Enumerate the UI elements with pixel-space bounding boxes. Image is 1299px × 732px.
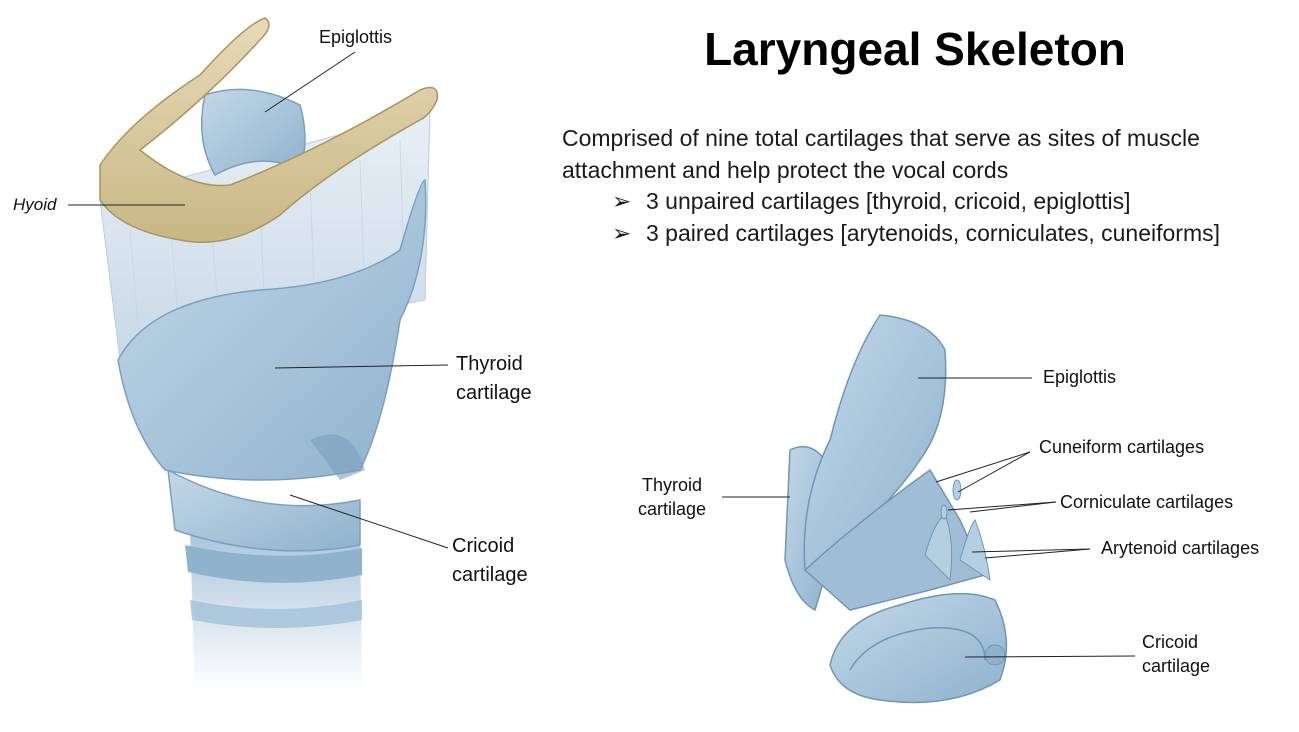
label-cricoid-cartilage-lateral: Cricoid cartilage	[1142, 632, 1211, 676]
larynx-anterior-illustration	[68, 17, 449, 690]
label-corniculate-cartilages: Corniculate cartilages	[1060, 492, 1234, 512]
label-epiglottis-lateral: Epiglottis	[1043, 367, 1117, 387]
bullet-item: ➢3 paired cartilages [arytenoids, cornic…	[612, 217, 1220, 249]
description-text: Comprised of nine total cartilages that …	[562, 125, 1200, 183]
cricoid-cartilage-lateral-shape	[829, 592, 1008, 704]
thyroid-cartilage-shape	[117, 179, 427, 481]
cricoid-cartilage-shape	[167, 468, 361, 552]
label-hyoid: Hyoid	[13, 195, 57, 214]
label-epiglottis: Epiglottis	[319, 27, 393, 47]
hyoid-bone-shape	[99, 17, 439, 243]
arrow-bullet-icon: ➢	[612, 188, 632, 214]
corniculate-shape	[940, 504, 948, 520]
larynx-lateral-illustration	[722, 314, 1136, 704]
label-cricoid-cartilage: Cricoid cartilage	[452, 535, 528, 586]
label-arytenoid-cartilages: Arytenoid cartilages	[1101, 538, 1260, 558]
page-title: Laryngeal Skeleton	[704, 23, 1126, 75]
label-thyroid-cartilage: Thyroid cartilage	[456, 353, 532, 404]
bullet-item: ➢3 unpaired cartilages [thyroid, cricoid…	[612, 185, 1131, 217]
arrow-bullet-icon: ➢	[612, 220, 632, 246]
label-cuneiform-cartilages: Cuneiform cartilages	[1039, 437, 1205, 457]
cuneiform-shape	[952, 479, 962, 501]
label-thyroid-cartilage-lateral: Thyroid cartilage	[638, 475, 707, 519]
